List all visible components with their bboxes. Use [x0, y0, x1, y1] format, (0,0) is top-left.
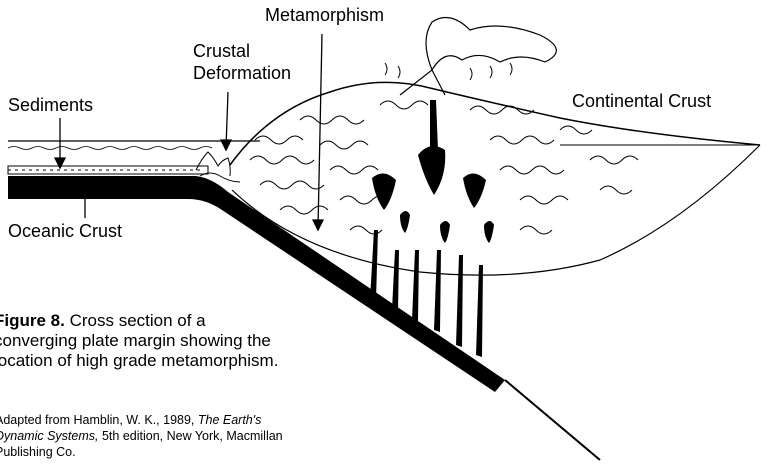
figure-caption: Figure 8. Cross section of a converging … [0, 311, 354, 371]
label-continental-crust: Continental Crust [572, 92, 711, 112]
caption-line-1: Cross section of a [65, 311, 206, 330]
label-crustal: Crustal [193, 42, 250, 62]
credit-title-2: Dynamic Systems, [0, 429, 99, 443]
credit-title-1: The Earth's [198, 413, 262, 427]
label-oceanic-crust: Oceanic Crust [8, 222, 122, 242]
label-sediments: Sediments [8, 96, 93, 116]
caption-line-2: converging plate margin showing the [0, 331, 271, 350]
credit-prefix: Adapted from Hamblin, W. K., 1989, [0, 413, 198, 427]
credit-suffix: 5th edition, New York, Macmillan [99, 429, 283, 443]
subduction-line [505, 380, 600, 460]
sediment-layer [8, 166, 208, 174]
caption-line-3: location of high grade metamorphism. [0, 351, 278, 370]
credit-line-3: Publishing Co. [0, 445, 76, 459]
figure-number: Figure 8. [0, 311, 65, 330]
label-deformation: Deformation [193, 64, 291, 84]
label-metamorphism: Metamorphism [265, 6, 384, 26]
source-credit: Adapted from Hamblin, W. K., 1989, The E… [0, 412, 375, 460]
